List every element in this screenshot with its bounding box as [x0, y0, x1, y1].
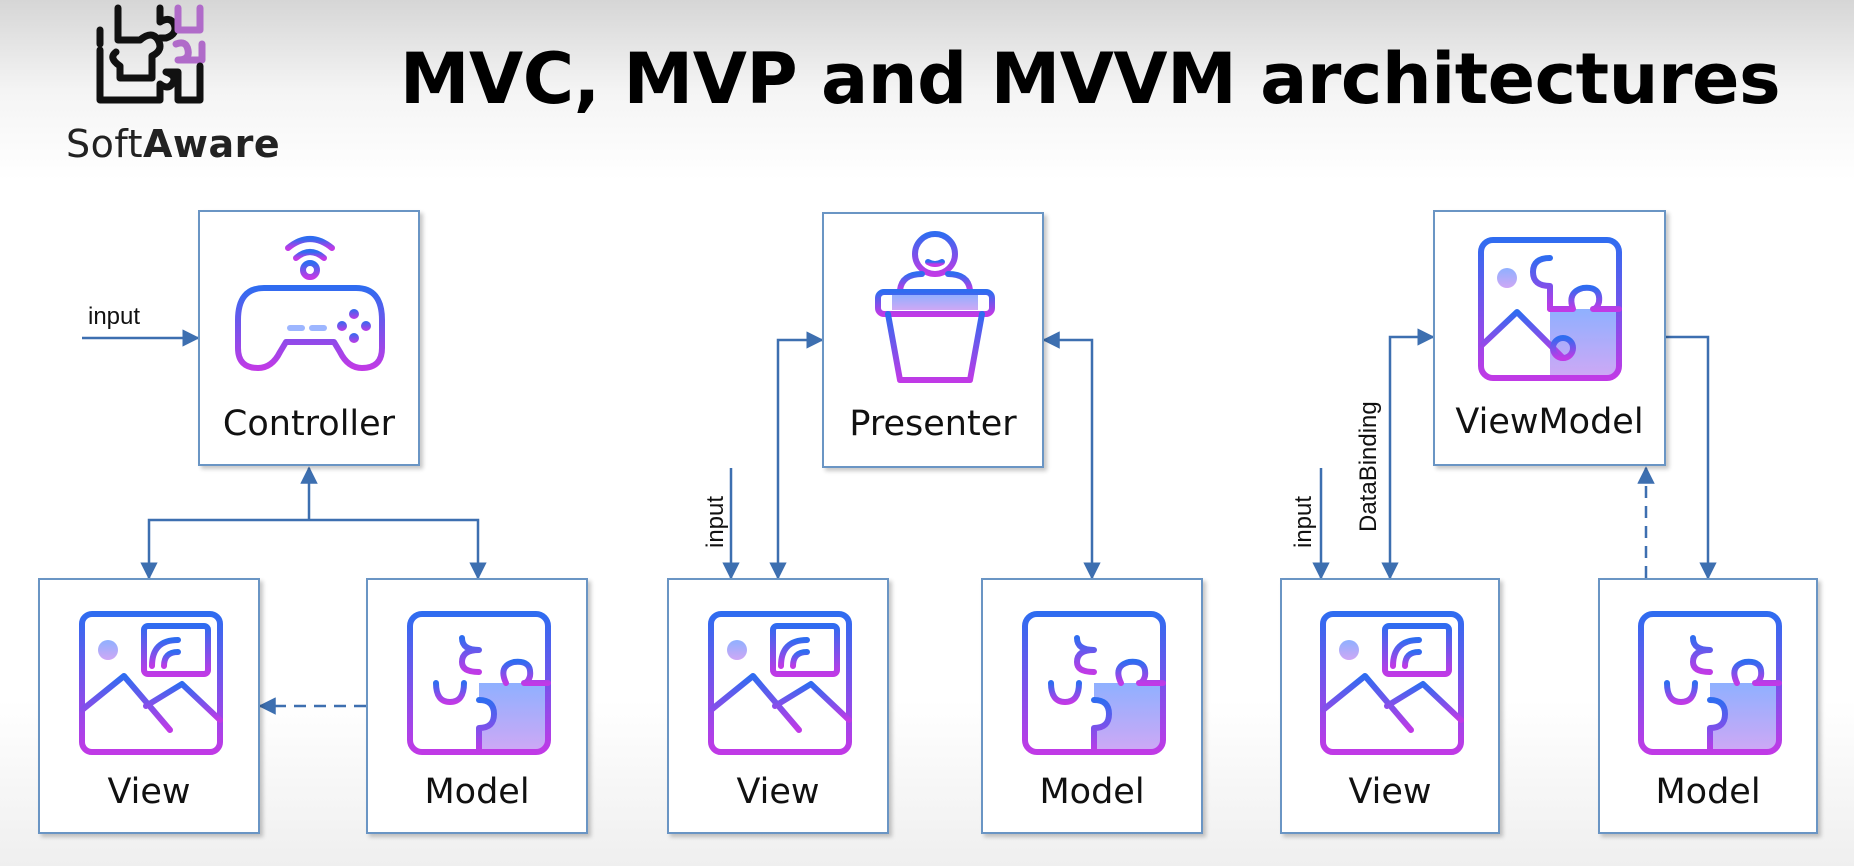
mvvm-databinding-label: DataBinding [1355, 401, 1382, 532]
presenter-podium-icon [875, 231, 995, 383]
mvp-view-label: View [736, 772, 820, 812]
image-gallery-icon [79, 611, 223, 755]
puzzle-image-icon [1478, 237, 1622, 381]
mvc-model-box: Model [366, 578, 588, 834]
mvvm-viewmodel-to-model [1666, 335, 1717, 580]
mvvm-model-label: Model [1655, 772, 1761, 812]
mvc-controller-to-model [309, 518, 487, 580]
puzzle-pieces-icon [407, 611, 551, 755]
mvp-presenter-box: Presenter [822, 212, 1044, 468]
mvc-controller-box: Controller [198, 210, 420, 466]
mvc-view-label: View [107, 772, 191, 812]
puzzle-logo-icon [96, 4, 206, 104]
presenter-label: Presenter [849, 404, 1017, 444]
mvp-model-presenter-link [1042, 331, 1101, 580]
mvvm-view-box: View [1280, 578, 1500, 834]
puzzle-pieces-icon [1022, 611, 1166, 755]
mvc-controller-to-view [140, 518, 309, 580]
controller-label: Controller [222, 404, 396, 444]
page-title: MVC, MVP and MVVM architectures [399, 38, 1781, 120]
mvp-view-presenter-link [769, 331, 824, 580]
mvp-model-label: Model [1039, 772, 1145, 812]
puzzle-pieces-icon [1638, 611, 1782, 755]
viewmodel-label: ViewModel [1455, 402, 1644, 442]
mvc-input-label: input [88, 303, 141, 330]
image-gallery-icon [708, 611, 852, 755]
mvvm-input-label: input [1290, 495, 1317, 548]
mvp-model-box: Model [981, 578, 1203, 834]
mvc-view-box: View [38, 578, 260, 834]
logo-wordmark: SoftAware [66, 122, 281, 166]
mvvm-model-box: Model [1598, 578, 1818, 834]
mvvm-viewmodel-box: ViewModel [1433, 210, 1666, 466]
gamepad-icon [235, 236, 385, 371]
mvp-view-box: View [667, 578, 889, 834]
image-gallery-icon [1320, 611, 1464, 755]
mvvm-databinding-link [1381, 328, 1435, 580]
softaware-logo [60, 0, 300, 170]
mvc-model-label: Model [424, 772, 530, 812]
mvp-input-label: input [702, 495, 729, 548]
mvvm-view-label: View [1348, 772, 1432, 812]
